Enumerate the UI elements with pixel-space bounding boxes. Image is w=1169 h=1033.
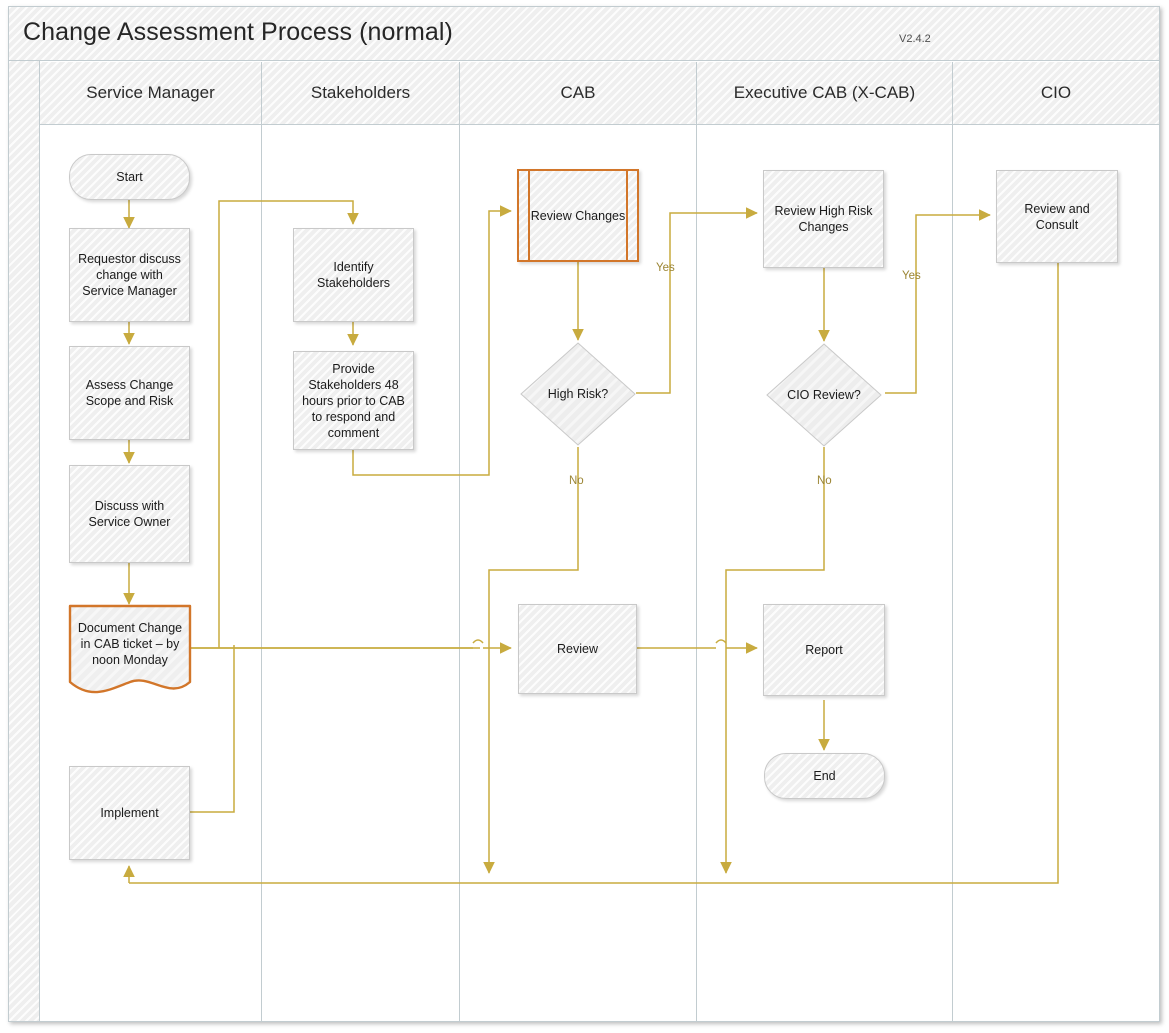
lane-header-x-cab: Executive CAB (X-CAB) (697, 62, 953, 125)
node-label: Report (805, 643, 843, 657)
node-label: Document Change in CAB ticket – by noon … (77, 620, 183, 668)
node-label: Review Changes (530, 208, 626, 223)
lane-header-cab: CAB (460, 62, 697, 125)
lane-label: Service Manager (86, 83, 215, 102)
node-discuss-owner[interactable]: Discuss with Service Owner (69, 465, 190, 563)
node-label: CIO Review? (787, 388, 861, 402)
node-label: Review High Risk Changes (774, 204, 873, 234)
lane-label: Executive CAB (X-CAB) (733, 83, 916, 102)
edge-highrisk-yes (636, 207, 758, 394)
edge-cioreview-no (725, 447, 825, 648)
edge-implement-to-main (190, 648, 235, 813)
edge-hop-review-report (715, 639, 727, 644)
node-label: Implement (100, 806, 159, 820)
node-report[interactable]: Report (763, 604, 885, 696)
node-review-high-risk[interactable]: Review High Risk Changes (763, 170, 884, 268)
node-review-changes[interactable]: Review Changes (517, 169, 639, 262)
node-document-change[interactable]: Document Change in CAB ticket – by noon … (68, 604, 192, 700)
edge-label-cio-review-no: No (817, 475, 832, 487)
document-shape-icon (68, 604, 192, 694)
predefined-process-bar-right (626, 171, 628, 260)
lane-header-stakeholders: Stakeholders (262, 62, 460, 125)
node-label: Review and Consult (1024, 201, 1090, 232)
node-assess-change[interactable]: Assess Change Scope and Risk (69, 346, 190, 440)
edge-hop-document-review (472, 639, 484, 644)
node-label: Requestor discuss change with Service Ma… (78, 252, 181, 298)
lane-header-service-manager: Service Manager (40, 62, 262, 125)
node-end[interactable]: End (764, 753, 885, 799)
node-label: Review (557, 642, 598, 656)
edge-label-high-risk-yes: Yes (656, 262, 675, 274)
edge-consult-to-return (129, 263, 1059, 884)
lane-label: CIO (1040, 83, 1072, 102)
node-label: Identify Stakeholders (317, 260, 390, 290)
node-high-risk[interactable]: High Risk? (518, 340, 638, 448)
edge-provide-to-review-changes (352, 205, 512, 476)
decision-diamond-icon (520, 342, 636, 446)
edge-to-identify-stakeholders (218, 200, 359, 648)
edge-cioreview-yes (885, 209, 991, 394)
pool-side-band (9, 61, 40, 1021)
node-start[interactable]: Start (69, 154, 190, 200)
lane-body-cio (953, 125, 1159, 1021)
lane-label: CAB (560, 83, 596, 102)
decision-diamond-icon (766, 343, 882, 447)
page-title: Change Assessment Process (normal) (23, 18, 453, 46)
pool-title-band: Change Assessment Process (normal) V2.4.… (9, 7, 1159, 61)
node-label: Assess Change Scope and Risk (85, 378, 174, 408)
node-label: High Risk? (547, 387, 609, 401)
edge-label-cio-review-yes: Yes (902, 270, 921, 282)
node-label: Discuss with Service Owner (88, 499, 171, 529)
lane-body-x-cab (697, 125, 953, 1021)
node-label: End (813, 769, 836, 783)
node-identify-stakeholders[interactable]: Identify Stakeholders (293, 228, 414, 322)
node-review[interactable]: Review (518, 604, 637, 694)
node-provide-stakeholders[interactable]: Provide Stakeholders 48 hours prior to C… (293, 351, 414, 450)
edge-highrisk-no (488, 447, 579, 648)
node-label: Start (116, 170, 143, 184)
node-implement[interactable]: Implement (69, 766, 190, 860)
node-review-consult[interactable]: Review and Consult (996, 170, 1118, 263)
node-label: Provide Stakeholders 48 hours prior to C… (302, 361, 405, 440)
edge-label-high-risk-no: No (569, 475, 584, 487)
predefined-process-bar-left (528, 171, 530, 260)
node-cio-review[interactable]: CIO Review? (764, 341, 884, 449)
version-label: V2.4.2 (899, 33, 931, 45)
lane-header-cio: CIO (953, 62, 1159, 125)
lane-label: Stakeholders (310, 83, 411, 102)
node-requestor-discuss[interactable]: Requestor discuss change with Service Ma… (69, 228, 190, 322)
